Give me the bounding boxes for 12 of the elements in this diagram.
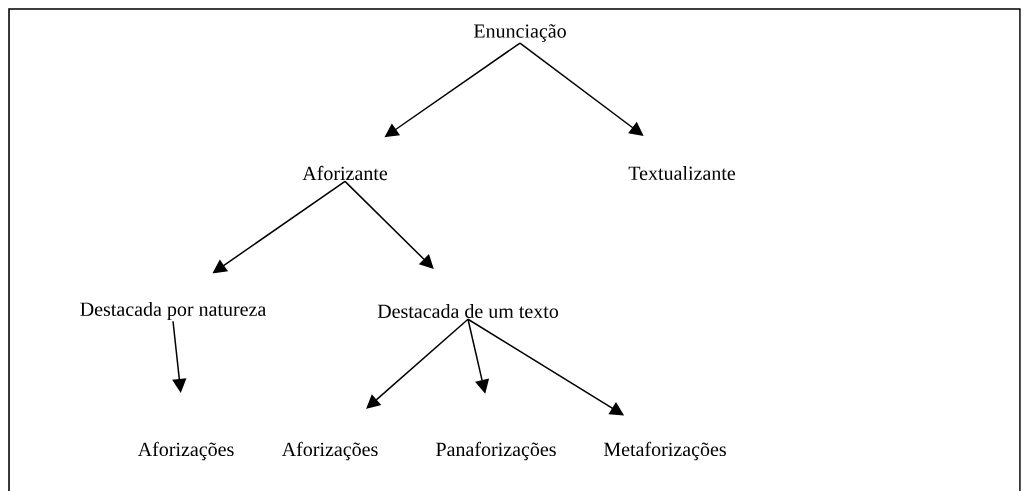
arrow <box>366 318 469 409</box>
node-label: Aforizante <box>302 165 388 181</box>
node-label: Enunciação <box>473 24 566 42</box>
node-label: Destacada por natureza <box>80 301 266 321</box>
node-label: Aforizações <box>137 441 234 461</box>
arrow <box>344 180 434 269</box>
node-label: Destacada de um texto <box>377 303 559 319</box>
node-label: Textualizante <box>628 165 736 181</box>
node-label: Aforizações <box>281 441 378 461</box>
node-label: Metaforizações <box>603 441 726 461</box>
arrow <box>519 42 644 136</box>
node-label: Panaforizações <box>436 441 556 461</box>
